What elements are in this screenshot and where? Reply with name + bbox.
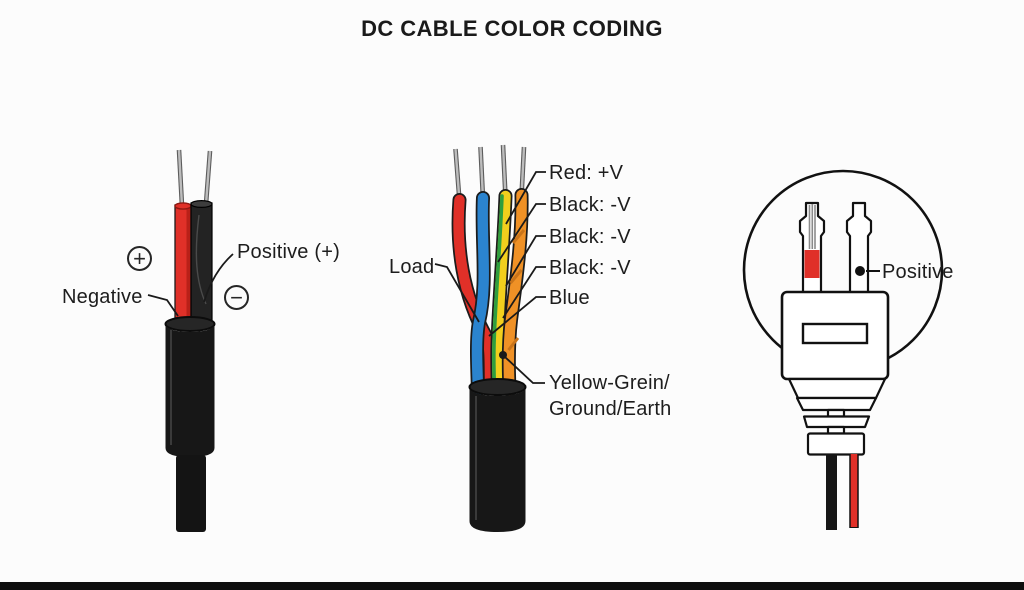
positive-pointer-dot (855, 266, 865, 276)
plus-symbol: + (127, 246, 152, 271)
cable-jacket (468, 378, 527, 532)
orange-wire (501, 188, 529, 397)
black-wire (190, 200, 213, 328)
bottom-bar (0, 582, 1024, 590)
black2-label-leader (505, 235, 546, 287)
bare-wire-tips (453, 144, 527, 202)
wire-label-red: Red: +V (549, 162, 624, 184)
plug-positive-label: Positive (882, 261, 954, 283)
left-cable-figure (147, 149, 234, 532)
positive-label: Positive (+) (237, 241, 340, 263)
output-wires (826, 454, 859, 530)
cable-jacket (164, 316, 216, 532)
load-label: Load (389, 256, 435, 278)
ground-label-line1: Yellow-Grein/ (549, 372, 670, 394)
load-leader-line (434, 263, 480, 323)
negative-leader-line (147, 294, 179, 317)
ground-label-leader (504, 356, 545, 384)
positive-leader-line (203, 253, 234, 303)
strain-relief (787, 377, 887, 456)
cable-tail (176, 455, 206, 532)
minus-glyph: − (230, 284, 243, 310)
black3-label-leader (502, 266, 546, 319)
ground-label-line2: Ground/Earth (549, 398, 672, 420)
black1-label-leader (497, 203, 546, 263)
red-wire (174, 202, 192, 328)
page-title: DC CABLE COLOR CODING (361, 16, 663, 41)
plug-magnifier-figure (742, 169, 944, 530)
ground-leader-dot (499, 351, 507, 359)
bare-wire-tips (176, 149, 213, 207)
plug-window (801, 322, 869, 345)
plus-glyph: + (133, 245, 146, 271)
left-prong (798, 201, 826, 295)
wire-label-black-1: Black: -V (549, 194, 631, 216)
red-label-leader (505, 171, 546, 225)
wire-label-black-3: Black: -V (549, 257, 631, 279)
negative-label: Negative (62, 286, 143, 308)
minus-symbol: − (224, 285, 249, 310)
red-band (804, 250, 820, 278)
blue-wire (470, 191, 491, 397)
multi-wire-cable-figure (434, 144, 546, 532)
blue-label-leader (488, 296, 546, 337)
leader-lines (434, 171, 546, 384)
right-prong (845, 201, 873, 295)
wire-label-blue: Blue (549, 287, 590, 309)
wire-label-black-2: Black: -V (549, 226, 631, 248)
